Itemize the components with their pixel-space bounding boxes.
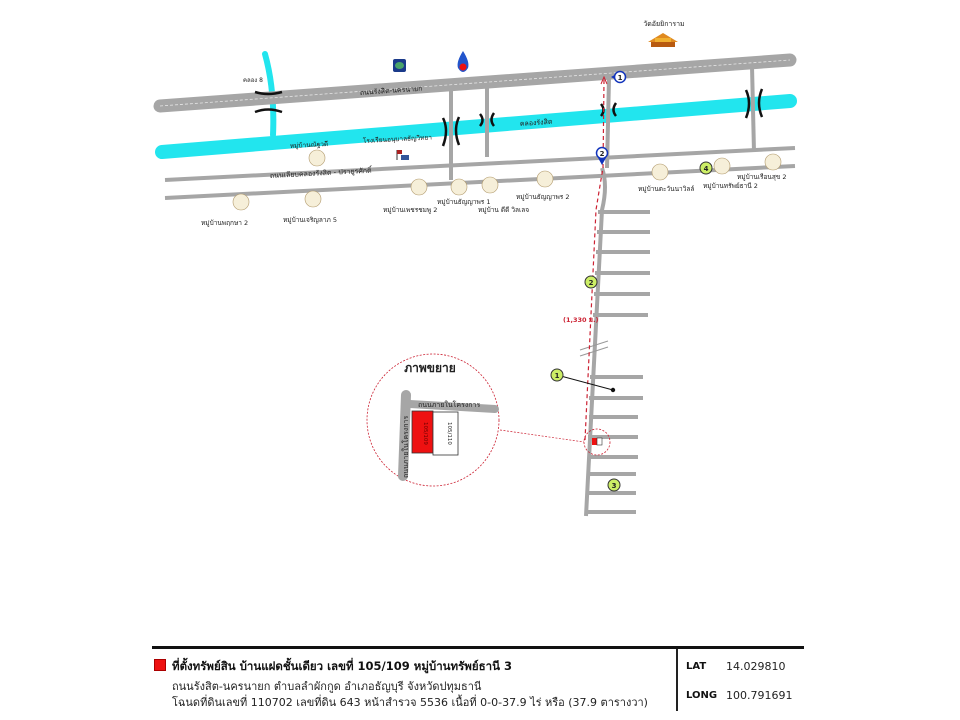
village-label: หมู่บ้านเจริญลาภ 5 (283, 216, 337, 224)
svg-text:105/109: 105/109 (422, 422, 428, 445)
svg-text:2: 2 (589, 279, 594, 287)
village-label: หมู่บ้านเพชรชมพู 2 (383, 206, 437, 214)
svg-text:3: 3 (612, 482, 617, 490)
ptt-station-icon (457, 51, 469, 72)
school-label: โรงเรียนอนุบาลธัญวิทยา (363, 133, 433, 145)
point-marker-2: 2 (584, 275, 598, 289)
frontage-road-label: ถนนเลียบคลองรังสิต - ปรายูรศักดิ์ (270, 165, 374, 180)
village-label: หมู่บ้านทรัพย์ธานี 2 (703, 182, 758, 190)
village-label: หมู่บ้านธัญญาพร 1 (437, 198, 490, 206)
canal-8-label: คลอง 8 (243, 77, 263, 84)
gas-station-icon (393, 59, 406, 72)
footer-divider (676, 649, 678, 711)
break-mark (579, 340, 609, 357)
frontage-road-lower (164, 164, 796, 200)
village-icons (232, 149, 782, 211)
soi-branches (586, 210, 650, 514)
property-deed: โฉนดที่ดินเลขที่ 110702 เลขที่ดิน 643 หน… (172, 696, 648, 709)
property-address: ถนนรังสิต-นครนายก ตำบลลำผักกูด อำเภอธัญบ… (172, 680, 482, 693)
temple-label: วัดอัยยิการาม (643, 20, 684, 28)
long-value: 100.791691 (726, 689, 793, 702)
frontage-road-upper (164, 146, 796, 182)
svg-text:4: 4 (704, 165, 709, 173)
svg-text:2: 2 (600, 150, 605, 158)
subject-plot-marker (583, 428, 611, 456)
inset-neighbor-plot (432, 411, 459, 456)
inset-magnified-view: ภาพขยาย ถนนภายในโครงการ ถนนภายในโครงการ … (366, 353, 500, 487)
lat-value: 14.029810 (726, 660, 786, 673)
inset-road-label-h: ถนนภายในโครงการ (418, 400, 480, 409)
route-marker-1: 1 (611, 70, 627, 84)
village-label: หมู่บ้านเรือนสุข 2 (737, 173, 786, 181)
school-icon (396, 150, 409, 160)
property-info-footer: ที่ตั้งทรัพย์สิน บ้านแฝดชั้นเดียว เลขที่… (152, 646, 804, 711)
village-label: หมู่บ้าน ดีดี วิลเลจ (478, 206, 529, 214)
property-title: ที่ตั้งทรัพย์สิน บ้านแฝดชั้นเดียว เลขที่… (172, 659, 512, 673)
soi-main (584, 167, 607, 517)
village-label: หมู่บ้านพฤกษา 2 (201, 219, 248, 227)
village-label: หมู่บ้านธัญญาพร 2 (516, 193, 569, 201)
route-line (584, 79, 605, 441)
inset-road-label-v: ถนนภายในโครงการ (401, 416, 410, 478)
route-marker-2: 2 (595, 146, 609, 165)
point-marker-1: 1 (550, 368, 616, 393)
village-labels: หมู่บ้านณัฐวดี หมู่บ้านพฤกษา 2 หมู่บ้านเ… (201, 140, 786, 227)
svg-text:1: 1 (555, 372, 560, 380)
main-canal (155, 94, 797, 159)
temple-icon (648, 33, 678, 47)
inset-title: ภาพขยาย (404, 361, 456, 375)
long-label: LONG (686, 690, 718, 701)
lat-label: LAT (686, 661, 707, 672)
point-marker-4: 4 (699, 161, 713, 175)
point-marker-3: 3 (607, 478, 621, 492)
village-label: หมู่บ้านณัฐวดี (290, 140, 329, 150)
village-label: หมู่บ้านตะวันนาวิลล์ (638, 185, 694, 193)
svg-text:105/110: 105/110 (446, 422, 452, 445)
svg-text:1: 1 (618, 74, 623, 82)
location-map: (1,330 ม.) 1 2 1 2 3 4 ภาพขยาย (153, 20, 797, 517)
canal-label: คลองรังสิต (520, 118, 554, 128)
inset-leader-line (499, 429, 585, 443)
subject-legend-swatch (154, 659, 166, 671)
distance-label: (1,330 ม.) (563, 316, 599, 324)
cross-road-4 (750, 65, 756, 153)
